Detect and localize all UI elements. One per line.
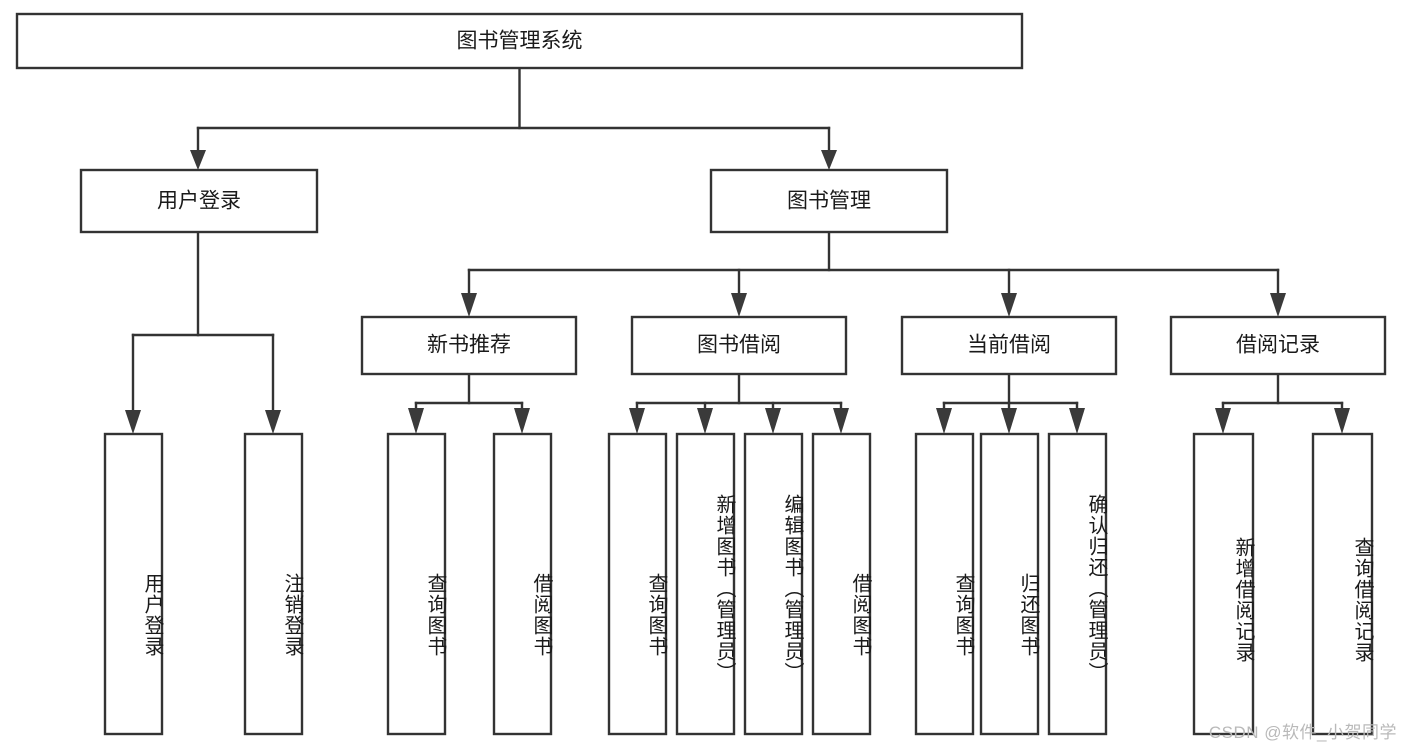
arrowhead-leaf-borrow-book-1 [514, 408, 530, 434]
leaf-user-login-box[interactable] [103, 432, 164, 736]
leaf-add-record-box[interactable] [1192, 432, 1255, 736]
leaf-query-record-box[interactable] [1311, 432, 1374, 736]
arrowhead-leaf-return-book [1001, 408, 1017, 434]
leaf-return-book-box[interactable] [979, 432, 1040, 736]
leaf-query-book-3-box[interactable] [914, 432, 975, 736]
node-root-label: 图书管理系统 [457, 30, 583, 53]
leaf-borrow-book-1-box[interactable] [492, 432, 553, 736]
arrowhead-borrow-record [1270, 293, 1286, 317]
nodes-layer: 图书管理系统 用户登录 图书管理 新书推荐 图书借阅 当前借阅 借阅记录 [15, 12, 1387, 736]
arrowhead-leaf-query-book-3 [936, 408, 952, 434]
arrowhead-leaf-query-book-1 [408, 408, 424, 434]
node-root-box[interactable] [15, 12, 1024, 70]
node-book-borrow-box[interactable] [630, 315, 848, 376]
node-book-management-label: 图书管理 [787, 190, 871, 213]
node-borrow-record-label: 借阅记录 [1236, 334, 1320, 357]
node-current-borrow-label: 当前借阅 [967, 334, 1051, 357]
edges-layer [125, 66, 1350, 434]
node-book-borrow-label: 图书借阅 [697, 334, 781, 357]
node-book-management-box[interactable] [709, 168, 949, 234]
arrowhead-leaf-confirm-return [1069, 408, 1085, 434]
arrowhead-leaf-query-book-2 [629, 408, 645, 434]
leaf-add-book-box[interactable] [675, 432, 736, 736]
csdn-watermark: CSDN @软件_小贺同学 [1208, 723, 1397, 742]
node-user-login-label: 用户登录 [157, 190, 241, 213]
arrowhead-leaf-add-book [697, 408, 713, 434]
leaf-borrow-book-2-box[interactable] [811, 432, 872, 736]
leaf-user-logout-box[interactable] [243, 432, 304, 736]
node-borrow-record-box[interactable] [1169, 315, 1387, 376]
node-new-book-recommend-box[interactable] [360, 315, 578, 376]
node-current-borrow-box[interactable] [900, 315, 1118, 376]
leaf-query-book-2-box[interactable] [607, 432, 668, 736]
leaf-confirm-return-box[interactable] [1047, 432, 1108, 736]
arrowhead-userlogin [190, 150, 206, 170]
arrowhead-leaf-user-logout [265, 410, 281, 434]
arrowhead-new-book-recommend [461, 293, 477, 317]
arrowhead-leaf-user-login [125, 410, 141, 434]
arrowhead-leaf-query-record [1334, 408, 1350, 434]
node-user-login-box[interactable] [79, 168, 319, 234]
arrowhead-book-borrow [731, 293, 747, 317]
arrowhead-leaf-edit-book [765, 408, 781, 434]
leaf-query-book-1-box[interactable] [386, 432, 447, 736]
node-new-book-recommend-label: 新书推荐 [427, 334, 511, 357]
arrowhead-leaf-add-record [1215, 408, 1231, 434]
arrowhead-current-borrow [1001, 293, 1017, 317]
arrowhead-bookmgmt [821, 150, 837, 170]
arrowhead-leaf-borrow-book-2 [833, 408, 849, 434]
leaf-edit-book-box[interactable] [743, 432, 804, 736]
